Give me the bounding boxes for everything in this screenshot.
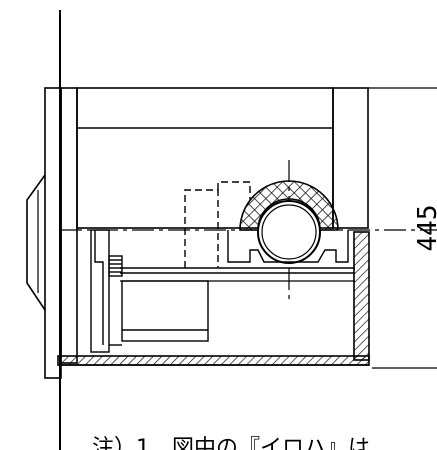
- left-bracket: [26, 174, 46, 311]
- mounting-plate: [44, 87, 62, 379]
- bracket-assembly: [90, 229, 209, 353]
- inner-frame-post: [60, 87, 78, 364]
- u-channel: [57, 231, 370, 366]
- pipe-insulation: [239, 180, 339, 231]
- dimension-label: 445: [413, 205, 437, 252]
- pipe-saddle: [227, 230, 349, 263]
- right-post: [332, 87, 369, 229]
- note-text: 注）1 図中の『イロハ』は: [92, 436, 370, 450]
- hidden-component: [184, 181, 251, 268]
- pipe: [257, 200, 321, 264]
